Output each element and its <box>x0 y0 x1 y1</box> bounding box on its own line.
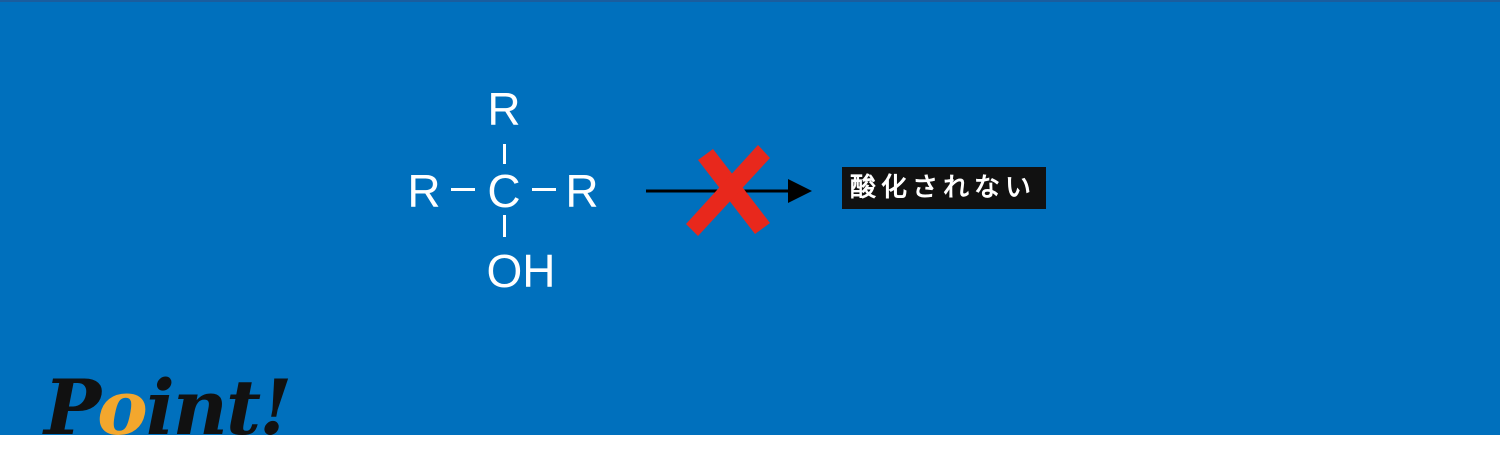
badge-text-highlight: o <box>97 363 148 452</box>
cross-mark-icon <box>686 145 770 236</box>
bond-left <box>451 188 475 191</box>
atom-bottom: OH <box>486 245 556 297</box>
atom-left: R <box>407 165 441 217</box>
badge-text-prefix: P <box>44 363 99 452</box>
bond-top <box>503 144 506 164</box>
atom-center: C <box>487 165 521 217</box>
bond-right <box>532 188 556 191</box>
result-label: 酸化されない <box>842 167 1047 209</box>
atom-right: R <box>565 165 599 217</box>
point-badge: Point! <box>44 368 292 448</box>
reaction-arrow <box>646 145 812 236</box>
badge-text-suffix: int! <box>145 363 293 452</box>
bond-bottom <box>503 215 506 237</box>
atom-top: R <box>487 83 521 135</box>
